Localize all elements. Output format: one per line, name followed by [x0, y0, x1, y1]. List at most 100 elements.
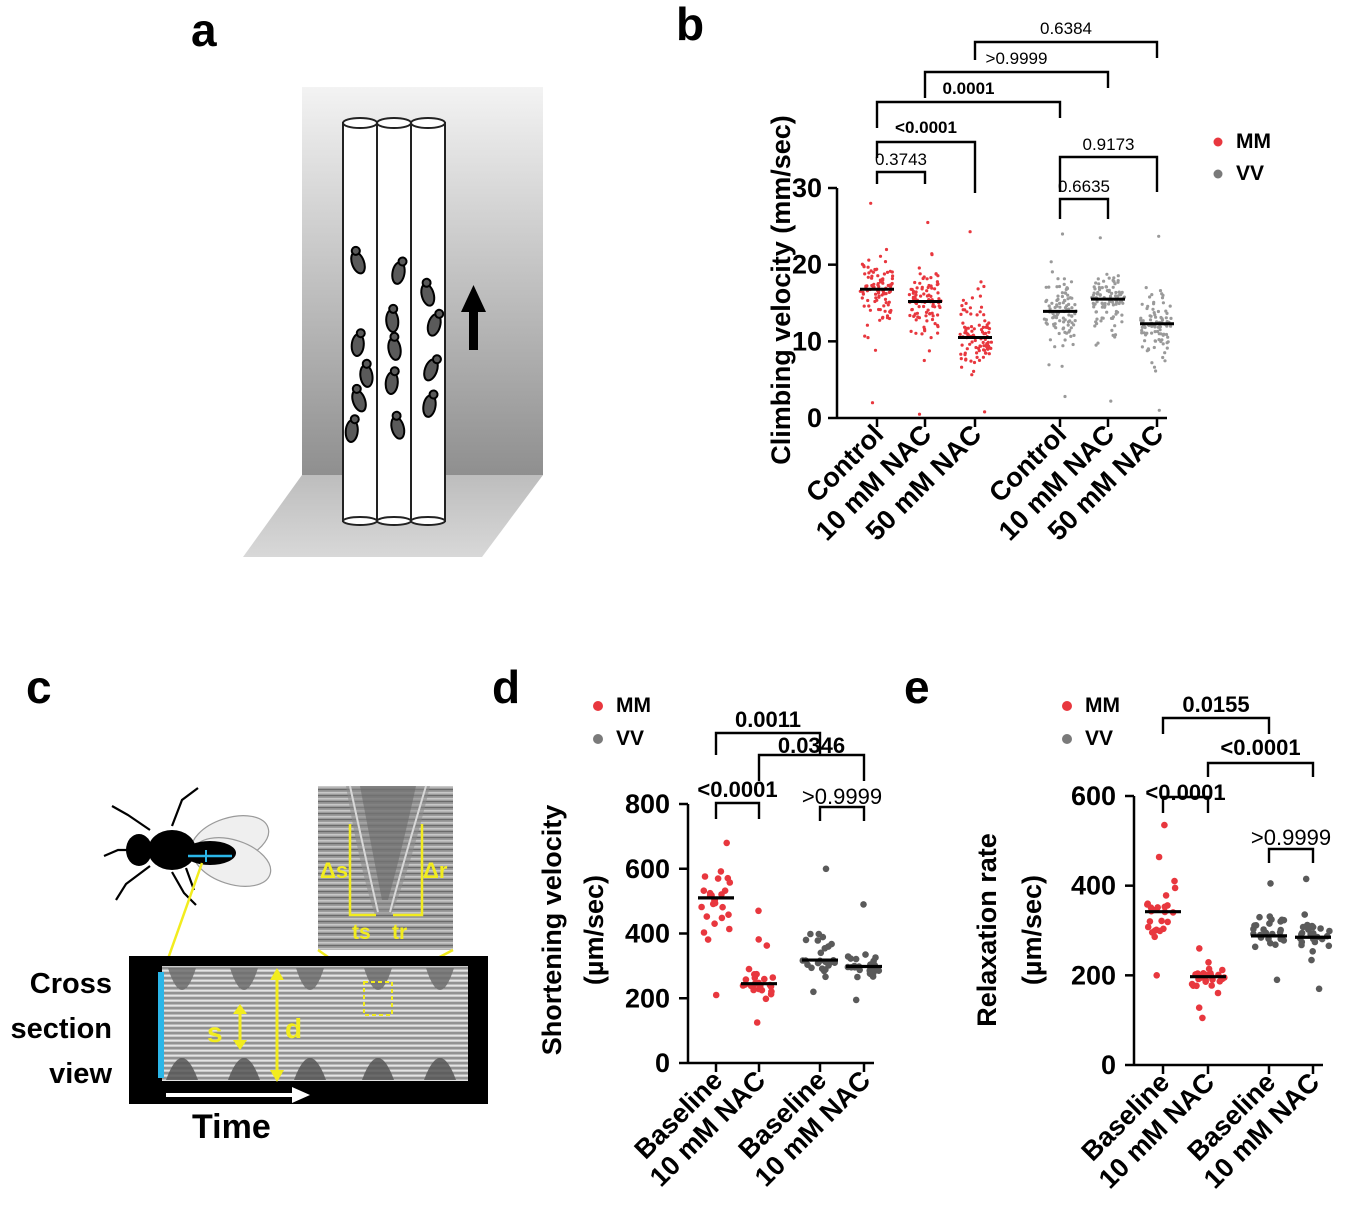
data-point	[1256, 913, 1263, 921]
data-point	[1120, 313, 1124, 317]
data-point	[700, 887, 708, 894]
y-tick-label: 10	[792, 326, 822, 356]
d-label: d	[285, 1013, 302, 1044]
data-point	[862, 265, 866, 269]
fly-icon	[423, 354, 442, 382]
kymo-event-bottom	[362, 1058, 394, 1080]
data-point	[1148, 318, 1153, 322]
data-point	[982, 348, 987, 352]
data-point	[723, 839, 730, 847]
data-point	[1099, 319, 1103, 323]
data-point	[1067, 307, 1071, 311]
data-point	[866, 298, 870, 303]
data-point	[1105, 310, 1109, 314]
data-point	[936, 282, 940, 286]
data-point	[1119, 291, 1124, 295]
data-point	[870, 401, 875, 405]
data-point	[974, 345, 978, 350]
legend-marker-vv	[593, 734, 603, 744]
data-point	[854, 973, 861, 981]
panel-letter-a: a	[191, 4, 217, 56]
y-tick-label: 400	[625, 919, 670, 949]
data-point	[882, 292, 886, 296]
data-point	[929, 276, 933, 280]
significance-bracket	[714, 731, 822, 755]
data-point	[972, 360, 977, 365]
data-point	[964, 328, 968, 332]
data-point	[817, 949, 825, 957]
data-point	[1047, 285, 1051, 289]
data-point	[871, 270, 876, 274]
significance-bracket	[875, 100, 1062, 128]
p-value-label: <0.0001	[697, 777, 777, 802]
data-point	[917, 412, 922, 416]
data-point	[1325, 942, 1333, 950]
data-point	[1163, 351, 1167, 355]
data-point	[860, 901, 867, 908]
data-point	[970, 329, 974, 333]
data-point	[1161, 342, 1165, 346]
panel-letter-b: b	[676, 0, 704, 50]
data-point	[969, 325, 974, 329]
data-point	[866, 336, 870, 340]
y-tick-label: 200	[1071, 960, 1116, 990]
data-point	[1272, 941, 1279, 948]
data-point	[917, 305, 921, 309]
data-point	[886, 303, 890, 307]
data-point	[1166, 335, 1170, 339]
data-point	[877, 294, 881, 298]
significance-bracket	[1058, 197, 1110, 219]
data-point	[1140, 345, 1144, 349]
data-point	[874, 268, 878, 272]
data-point	[1044, 318, 1048, 322]
data-point	[928, 312, 932, 316]
data-point	[1205, 959, 1212, 966]
kymo-event-bottom	[166, 1058, 198, 1080]
data-point	[1054, 326, 1058, 330]
data-point	[862, 951, 869, 958]
data-point	[914, 331, 918, 335]
data-point	[975, 313, 979, 317]
data-point	[863, 334, 867, 338]
data-point	[875, 967, 883, 974]
fly-icon	[420, 277, 436, 307]
y-axis-title-units: (µm/sec)	[1017, 875, 1047, 985]
data-point	[969, 312, 973, 316]
data-point	[1152, 302, 1156, 306]
data-point	[1048, 307, 1052, 311]
data-point	[860, 296, 864, 300]
data-point	[1070, 321, 1074, 325]
data-point	[862, 304, 866, 308]
data-point	[1154, 315, 1158, 319]
data-point	[925, 277, 929, 281]
data-point	[917, 316, 922, 320]
data-point	[1161, 293, 1165, 297]
significance-bracket	[757, 753, 866, 781]
data-point	[1093, 324, 1097, 328]
data-point	[925, 294, 930, 298]
data-point	[726, 925, 733, 933]
data-point	[1150, 324, 1154, 328]
data-point	[978, 310, 982, 314]
fly-icon	[351, 383, 367, 413]
data-point	[1140, 331, 1144, 335]
data-point	[1056, 277, 1060, 281]
legend-label-mm: MM	[1236, 130, 1271, 153]
data-point	[712, 991, 720, 999]
data-point	[1093, 287, 1097, 291]
data-point	[881, 281, 885, 285]
data-point	[1072, 333, 1076, 337]
data-point	[1060, 294, 1064, 299]
data-point	[889, 282, 894, 286]
kymo-event-top	[168, 968, 196, 990]
data-point	[922, 304, 926, 309]
data-point	[981, 340, 985, 345]
data-point	[1047, 304, 1051, 308]
kymo-event-top	[230, 968, 258, 990]
data-point	[986, 344, 991, 348]
data-point	[1062, 277, 1066, 281]
